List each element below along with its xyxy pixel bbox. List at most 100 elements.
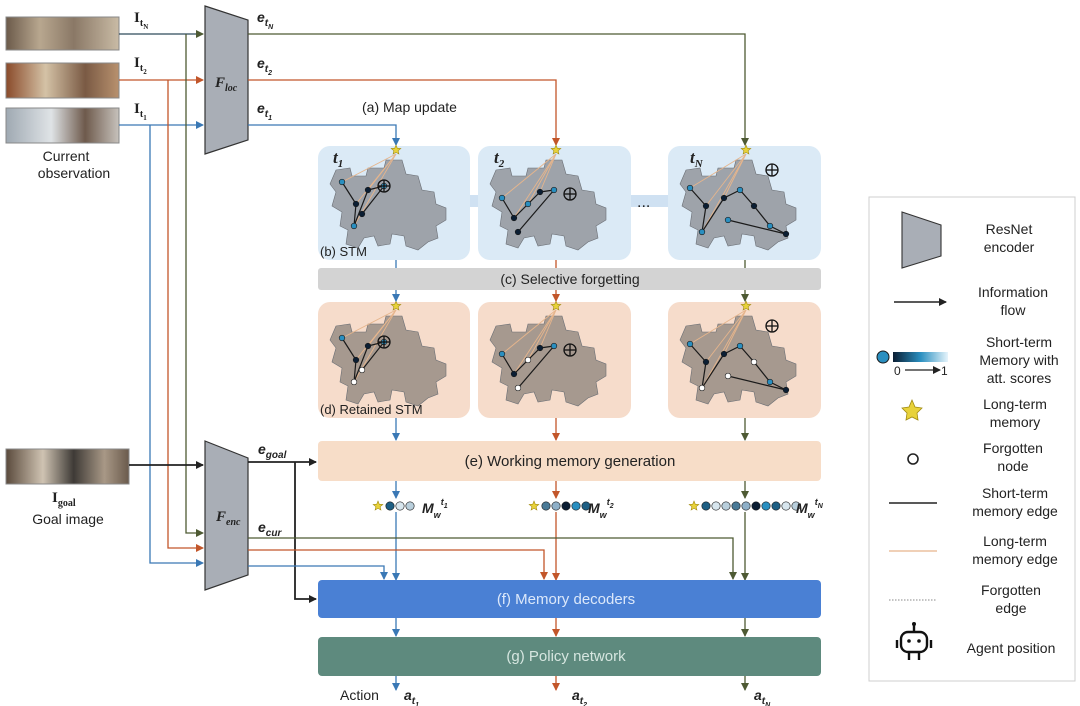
retained-ltm-edge-tN-1 xyxy=(705,309,747,363)
wm-token-tN-7 xyxy=(771,501,781,511)
retained-maps xyxy=(329,300,797,407)
retained-map-tN xyxy=(679,315,797,407)
retained-node-tN-7 xyxy=(782,386,790,394)
wm-token-t2-1 xyxy=(551,501,561,511)
stm-node-t1-1 xyxy=(352,200,360,208)
stm-connector-2 xyxy=(631,195,668,207)
legend-ltm-text-2: memory xyxy=(990,414,1041,430)
stm-agent-t1 xyxy=(377,179,391,193)
stm-node-tN-4 xyxy=(736,186,744,194)
action-a2: at2 xyxy=(572,687,587,706)
stm-label: (b) STM xyxy=(320,244,367,259)
stm-node-t2-2 xyxy=(524,200,532,208)
retained-ltm-edge-tN-2 xyxy=(701,309,747,389)
legend-forgotten-edge-text-2: edge xyxy=(995,600,1026,616)
stm-stm-edge-tN-1 xyxy=(689,187,707,207)
stm-node-t1-3 xyxy=(364,186,372,194)
legend-info-text-1: Information xyxy=(978,284,1048,300)
selective-forgetting-label: (c) Selective forgetting xyxy=(500,271,639,287)
retained-ltm-edge-t2-0 xyxy=(501,309,557,355)
current-observation-caption-2: observation xyxy=(38,165,110,181)
wm-star-tN xyxy=(688,500,700,511)
legend-forgotten-node-text-1: Forgotten xyxy=(983,440,1043,456)
retained-node-tN-1 xyxy=(702,358,710,366)
wm-token-t2-4 xyxy=(581,501,591,511)
encoder-enc-label: Fenc xyxy=(215,509,241,528)
retained-stm-edge-tN-8 xyxy=(727,375,787,391)
stm-node-t1-2 xyxy=(350,222,358,230)
legend-ltm-star-icon xyxy=(901,398,923,421)
retained-node-t2-3 xyxy=(536,344,544,352)
legend-agent-text: Agent position xyxy=(967,640,1056,656)
wm-token-t2-0 xyxy=(541,501,551,511)
legend-ltm-edge-text-2: memory edge xyxy=(972,551,1058,567)
stm-connector-1 xyxy=(470,195,478,207)
memory-decoders-label: (f) Memory decoders xyxy=(497,591,635,608)
encoder-loc-label: Floc xyxy=(214,75,238,94)
stm-node-tN-7 xyxy=(782,230,790,238)
wm-star-t1 xyxy=(372,500,384,511)
retained-stm-edge-t2-1 xyxy=(501,353,515,375)
legend-resnet-text-1: ResNet xyxy=(986,221,1033,237)
stm-ltm-star-t1 xyxy=(390,144,402,155)
observation-images: Current observation Goal image xyxy=(5,16,130,527)
retained-node-t1-0 xyxy=(338,334,346,342)
retained-ltm-edge-t2-3 xyxy=(539,309,557,349)
stm-map-t1 xyxy=(329,159,447,251)
working-memory-label: (e) Working memory generation xyxy=(465,453,676,470)
legend-stm-text-2: Memory with xyxy=(979,352,1058,368)
retained-agent-tN xyxy=(765,319,779,333)
retained-node-tN-0 xyxy=(686,340,694,348)
retained-node-tN-5 xyxy=(750,358,758,366)
stm-node-tN-2 xyxy=(698,228,706,236)
retained-node-tN-2 xyxy=(698,384,706,392)
stm-stm-edge-tN-5 xyxy=(739,189,755,207)
map-update-label: (a) Map update xyxy=(362,99,457,115)
retained-stm-edge-t1-3 xyxy=(353,345,369,383)
legend-stm-text-1: Short-term xyxy=(986,334,1052,350)
stm-ltm-star-tN xyxy=(740,144,752,155)
wm-token-t1-2 xyxy=(405,501,415,511)
goal-image-caption: Goal image xyxy=(32,511,104,527)
e-goal-label: egoal xyxy=(258,441,287,461)
retained-map-t1 xyxy=(329,315,447,407)
stm-stm-edge-tN-2 xyxy=(701,205,707,233)
flow-e-t1 xyxy=(248,124,400,146)
action-label: Action xyxy=(340,687,379,703)
stm-stm-edge-tN-3 xyxy=(701,197,725,233)
wm-token-t2-2 xyxy=(561,501,571,511)
legend-ltm-edge-text-1: Long-term xyxy=(983,533,1047,549)
wm-token-t2-3 xyxy=(571,501,581,511)
stm-ltm-edge-tN-1 xyxy=(705,153,747,207)
wm-token-tN-5 xyxy=(751,501,761,511)
encoder-loc: Floc xyxy=(204,5,249,155)
current-observation-caption-1: Current xyxy=(43,148,90,164)
retained-node-t2-5 xyxy=(514,384,522,392)
obs-t2-label: It2 xyxy=(134,55,147,76)
encoder-enc-shape xyxy=(204,440,249,591)
time-label-t1: t1 xyxy=(333,148,343,170)
goal-image-label: Igoal xyxy=(52,490,76,509)
retained-ltm-star-t2 xyxy=(550,300,562,311)
action-a1: at1 xyxy=(404,687,419,706)
retained-node-tN-4 xyxy=(736,342,744,350)
wm-token-tN-9 xyxy=(791,501,801,511)
input-labels: ItN It2 It1 Igoal xyxy=(52,10,148,509)
policy-network-bar xyxy=(318,637,821,676)
flow-e-tN xyxy=(248,33,749,146)
legend-stm-text-3: att. scores xyxy=(987,370,1052,386)
stm-stm-edge-t1-2 xyxy=(353,203,357,227)
retained-ltm-star-tN xyxy=(740,300,752,311)
legend-stm-edge-text-2: memory edge xyxy=(972,503,1058,519)
action-aN: atN xyxy=(754,687,771,706)
stm-node-tN-8 xyxy=(724,216,732,224)
retained-ltm-edge-t1-3 xyxy=(367,309,397,347)
working-memory-bar xyxy=(318,441,821,481)
stm-ltm-edge-tN-0 xyxy=(689,153,747,189)
stm-ltm-edge-t2-3 xyxy=(539,153,557,193)
flow-e-cur-orange xyxy=(248,549,548,580)
retained-node-t2-4 xyxy=(550,342,558,350)
retained-stm-edge-tN-2 xyxy=(701,361,707,389)
wm-token-t1-0 xyxy=(385,501,395,511)
e-t1-label: et1 xyxy=(257,100,272,122)
